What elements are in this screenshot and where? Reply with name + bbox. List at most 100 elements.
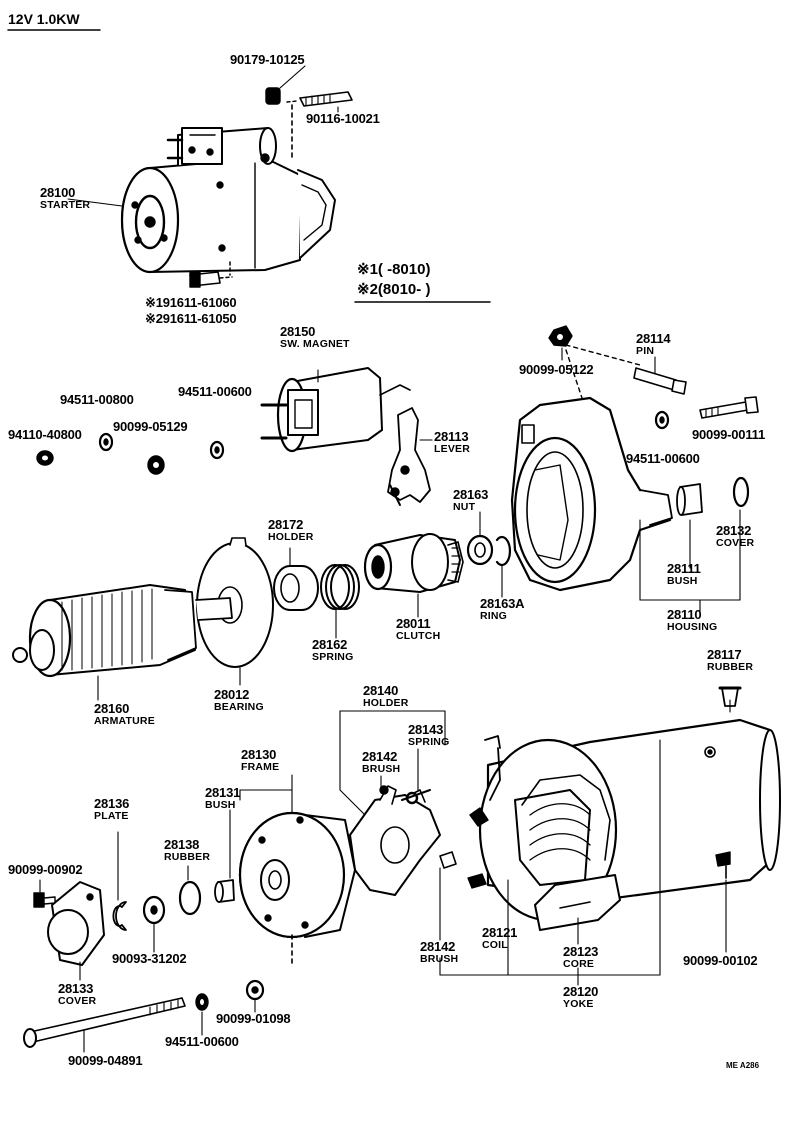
diagram-title: 12V 1.0KW (8, 11, 80, 27)
part-number: 28143 (408, 722, 444, 737)
part-name: BUSH (667, 575, 698, 587)
part-name: FRAME (241, 761, 280, 773)
part-label-p90093: 90093-31202 (112, 951, 187, 966)
lever-drawing (387, 407, 433, 506)
starter-assembly-drawing (67, 127, 336, 274)
magnetic-switch-drawing (260, 367, 411, 453)
part-number: 28011 (396, 616, 431, 631)
part-number: 28117 (707, 647, 742, 662)
part-number: 94110-40800 (8, 427, 82, 442)
part-number: 90099-00102 (683, 953, 758, 968)
part-number: 28132 (716, 523, 752, 538)
fasteners-row-drawing (36, 432, 225, 475)
part-name: HOLDER (363, 697, 409, 709)
nut-and-stud-drawing (265, 65, 353, 159)
bolt-alternative-2: ※291611-61050 (145, 311, 237, 326)
washer-and-plate-drawing (112, 831, 166, 953)
yoke-screw-drawing (715, 851, 731, 953)
part-label-p90099d: 90099-00902 (8, 862, 83, 877)
part-number: 28142 (420, 939, 456, 954)
part-number: 28150 (280, 324, 316, 339)
pole-core-drawing (534, 874, 621, 945)
part-number: 28111 (667, 561, 701, 576)
part-number: 28138 (164, 837, 200, 852)
part-name: CLUTCH (396, 630, 441, 642)
part-label-p90099b: 90099-05122 (519, 363, 594, 376)
part-name: BRUSH (362, 763, 401, 775)
part-name: BRUSH (420, 953, 459, 965)
through-bolt-drawing (23, 997, 186, 1053)
part-label-p90099g: 90099-00102 (683, 953, 758, 968)
part-number: 90099-00902 (8, 862, 83, 877)
armature-drawing (12, 584, 233, 701)
part-number: 28123 (563, 944, 599, 959)
part-name: COVER (716, 537, 755, 549)
drawing-code: ME A286 (726, 1061, 760, 1070)
part-number: 28131 (205, 785, 241, 800)
part-number: 28012 (214, 687, 250, 702)
part-name: RING (480, 610, 508, 622)
yoke-drawing (439, 718, 781, 922)
part-number: 94511-00600 (178, 384, 252, 399)
part-name: SPRING (408, 736, 450, 748)
part-number: 28110 (667, 607, 702, 622)
bolt-alternative-1: ※191611-61060 (145, 295, 237, 310)
part-number: 28160 (94, 701, 130, 716)
small-screw-drawing (33, 879, 56, 908)
part-number: 28140 (363, 683, 399, 698)
part-number: 90099-04891 (68, 1053, 143, 1068)
part-label-p94110: 94110-40800 (8, 428, 82, 441)
part-name: STARTER (40, 199, 91, 211)
part-name: LEVER (434, 443, 471, 455)
part-label-p90099e: 90099-01098 (216, 1011, 291, 1026)
part-number: 90093-31202 (112, 951, 187, 966)
end-cover-drawing (47, 881, 105, 981)
yoke-leaders (439, 699, 731, 986)
drive-housing-drawing (510, 396, 673, 592)
part-number: 28163 (453, 487, 489, 502)
brush-holder-leaders (339, 710, 446, 816)
part-name: HOUSING (667, 621, 718, 633)
part-number: 28100 (40, 185, 76, 200)
part-name: NUT (453, 501, 476, 513)
part-name: PLATE (94, 810, 129, 822)
part-name: HOLDER (268, 531, 314, 543)
part-label-p90099c: 90099-00111 (692, 428, 765, 441)
part-number: 28142 (362, 749, 398, 764)
lower-washers-drawing (195, 979, 265, 1036)
part-name: RUBBER (164, 851, 211, 863)
part-number: 90179-10125 (230, 52, 305, 67)
part-number: 90099-01098 (216, 1011, 291, 1026)
note-line-2: ※2(8010- ) (357, 281, 431, 298)
part-number: 28133 (58, 981, 94, 996)
part-label-p94511c: 94511-00600 (626, 452, 700, 465)
part-number: 28136 (94, 796, 130, 811)
lower-bolt-drawing (189, 261, 233, 288)
part-label-p94511b: 94511-00600 (178, 385, 252, 398)
spring-drawing (320, 564, 360, 639)
